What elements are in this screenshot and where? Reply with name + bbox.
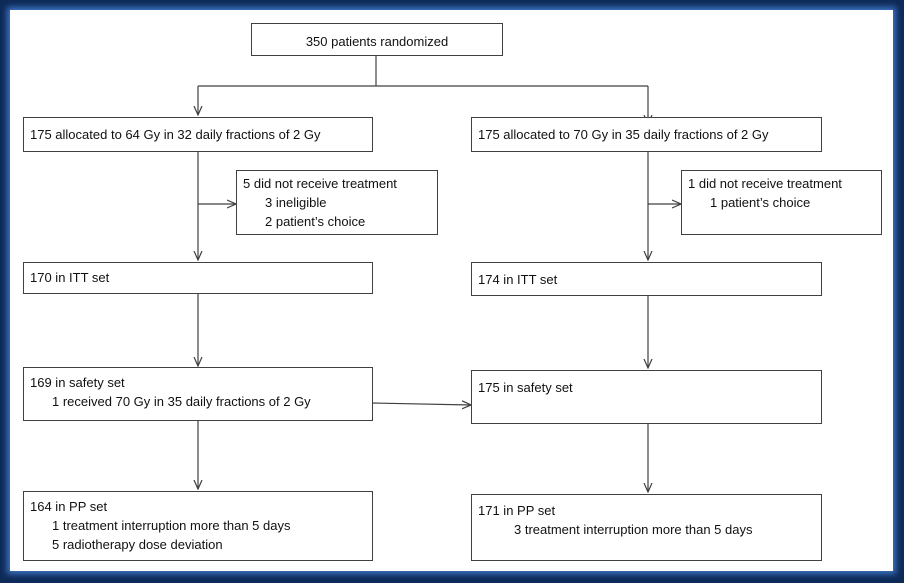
left-pp-heading: 164 in PP set: [30, 499, 108, 514]
left-safety-heading: 169 in safety set: [30, 375, 125, 390]
left-pp-detail: 1 treatment interruption more than 5 day…: [52, 518, 291, 533]
right-pp-detail: 3 treatment interruption more than 5 day…: [514, 522, 753, 537]
right-pp-heading: 171 in PP set: [478, 503, 556, 518]
right-excluded-reason: 1 patient’s choice: [710, 195, 811, 210]
left-allocated-box: 175 allocated to 64 Gy in 32 daily fract…: [23, 117, 373, 152]
right-safety-heading: 175 in safety set: [478, 380, 573, 395]
left-excluded-reason: 3 ineligible: [265, 195, 327, 210]
randomized-box: 350 patients randomized: [251, 23, 503, 56]
left-pp-detail: 5 radiotherapy dose deviation: [52, 537, 223, 552]
left-pp-box: 164 in PP set 1 treatment interruption m…: [23, 491, 373, 561]
left-safety-detail: 1 received 70 Gy in 35 daily fractions o…: [52, 394, 311, 409]
right-itt-text: 174 in ITT set: [478, 272, 558, 287]
right-excluded-box: 1 did not receive treatment 1 patient’s …: [681, 170, 882, 235]
right-excluded-heading: 1 did not receive treatment: [688, 176, 842, 191]
left-safety-box: 169 in safety set 1 received 70 Gy in 35…: [23, 367, 373, 421]
right-allocated-box: 175 allocated to 70 Gy in 35 daily fract…: [471, 117, 822, 152]
randomized-text: 350 patients randomized: [305, 34, 449, 49]
left-itt-text: 170 in ITT set: [30, 270, 110, 285]
right-safety-box: 175 in safety set: [471, 370, 822, 424]
right-pp-box: 171 in PP set 3 treatment interruption m…: [471, 494, 822, 561]
left-allocated-text: 175 allocated to 64 Gy in 32 daily fract…: [30, 127, 321, 142]
left-excluded-reason: 2 patient’s choice: [265, 214, 366, 229]
left-excluded-heading: 5 did not receive treatment: [243, 176, 397, 191]
right-allocated-text: 175 allocated to 70 Gy in 35 daily fract…: [478, 127, 769, 142]
left-excluded-box: 5 did not receive treatment 3 ineligible…: [236, 170, 438, 235]
right-itt-box: 174 in ITT set: [471, 262, 822, 296]
left-itt-box: 170 in ITT set: [23, 262, 373, 294]
arrow-crossover: [371, 403, 471, 405]
